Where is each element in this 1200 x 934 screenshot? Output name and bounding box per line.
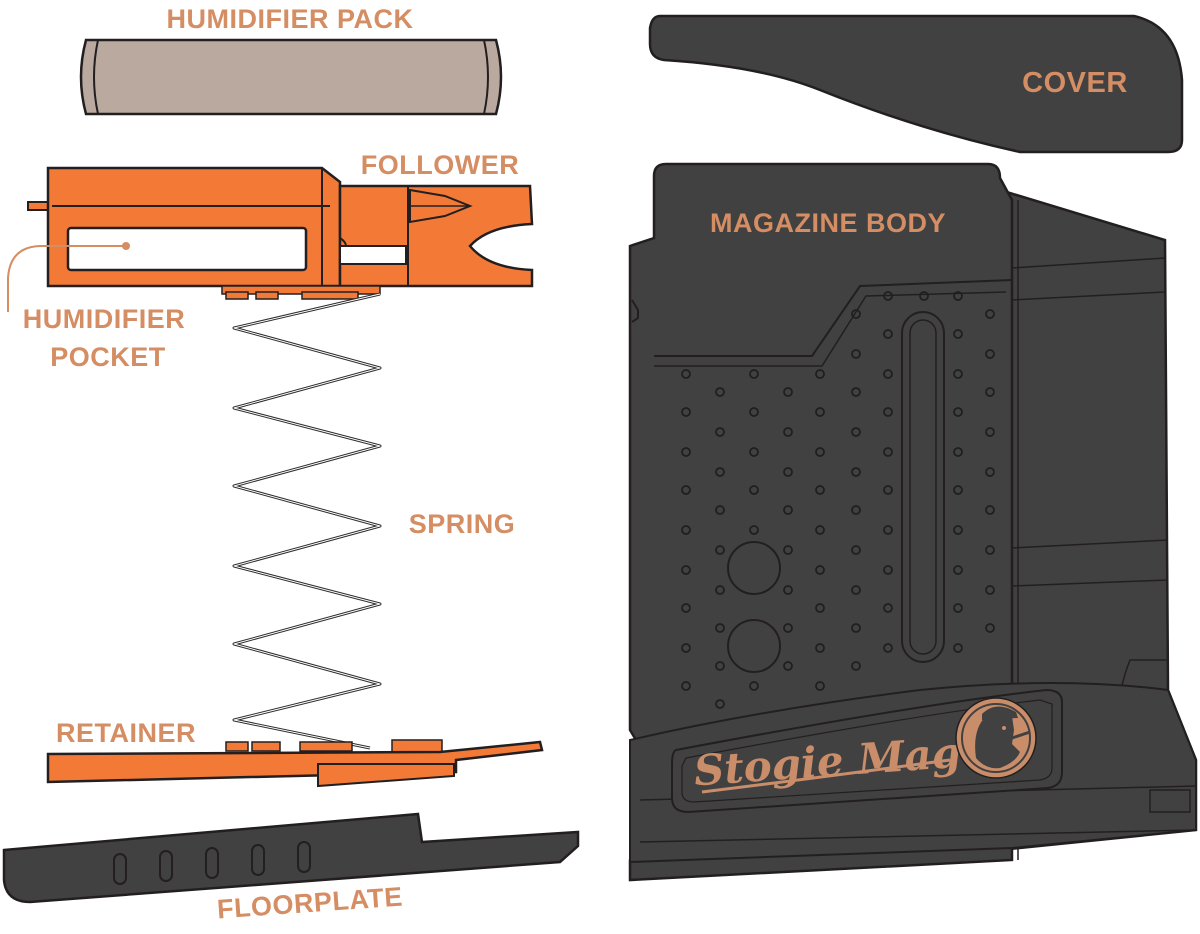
retainer — [46, 739, 544, 788]
humidifier-pocket-label-line1: HUMIDIFIER — [23, 304, 186, 334]
smoking-man-medallion — [955, 697, 1037, 779]
magazine-body-label: MAGAZINE BODY — [710, 208, 946, 238]
spring-label: SPRING — [409, 509, 516, 539]
humidifier-pocket-callout — [7, 242, 130, 312]
humidifier-pack-label: HUMIDIFIER PACK — [167, 4, 414, 34]
cover — [648, 14, 1184, 154]
humidifier-pack — [79, 38, 503, 116]
vent-hole-pattern — [681, 291, 995, 709]
follower-label: FOLLOWER — [361, 150, 519, 180]
floorplate — [2, 812, 580, 904]
cover-label: COVER — [1022, 67, 1128, 99]
follower — [27, 166, 534, 300]
humidifier-pocket-label-line2: POCKET — [50, 342, 166, 372]
retainer-label: RETAINER — [56, 718, 196, 748]
spring — [232, 292, 382, 750]
humidifier-pocket-label: HUMIDIFIER POCKET — [23, 304, 194, 372]
floorplate-label: FLOORPLATE — [216, 882, 404, 925]
